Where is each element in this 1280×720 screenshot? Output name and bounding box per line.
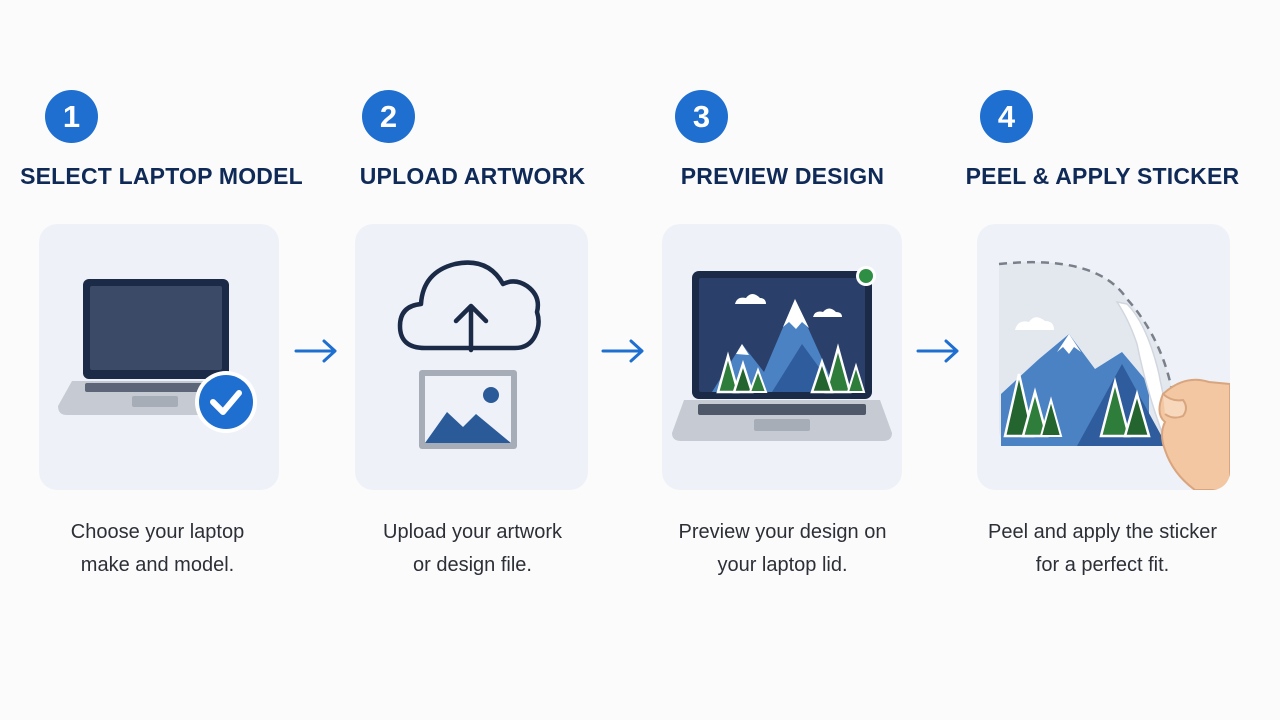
- step-title: PREVIEW DESIGN: [680, 163, 885, 189]
- description-line-1: Choose your laptop: [70, 521, 245, 543]
- arrow-right-icon: [293, 335, 339, 367]
- step-number-badge: 3: [675, 90, 728, 143]
- step-description: Peel and apply the sticker for a perfect…: [960, 516, 1245, 582]
- laptop-checkmark-icon: [58, 279, 257, 433]
- step-illustration-card: [662, 224, 902, 490]
- step-number-badge: 4: [980, 90, 1033, 143]
- step-number-badge: 1: [45, 90, 98, 143]
- step-description: Choose your laptop make and model.: [0, 516, 315, 582]
- step-title: PEEL & APPLY STICKER: [965, 163, 1240, 189]
- description-line-1: Peel and apply the sticker: [987, 521, 1218, 543]
- step-2: 2 UPLOAD ARTWORK Upload your artwork or …: [330, 0, 615, 720]
- step-illustration-card: [355, 224, 588, 490]
- description-line-1: Preview your design on: [678, 521, 887, 543]
- description-line-2: make and model.: [80, 554, 235, 576]
- cloud-upload-icon: [397, 260, 541, 449]
- step-title: UPLOAD ARTWORK: [359, 163, 586, 189]
- step-number-badge: 2: [362, 90, 415, 143]
- laptop-preview-icon: [672, 266, 892, 441]
- arrow-right-icon: [600, 335, 646, 367]
- step-description: Upload your artwork or design file.: [330, 516, 615, 582]
- step-illustration-card: [977, 224, 1230, 490]
- step-1: 1 SELECT LAPTOP MODEL Choose your laptop…: [0, 0, 320, 720]
- step-title: SELECT LAPTOP MODEL: [20, 163, 303, 189]
- step-3: 3 PREVIEW DESIGN Preview your design on: [640, 0, 925, 720]
- description-line-2: your laptop lid.: [717, 554, 848, 576]
- description-line-2: or design file.: [413, 554, 532, 576]
- description-line-1: Upload your artwork: [383, 521, 562, 543]
- arrow-right-icon: [915, 335, 961, 367]
- step-description: Preview your design on your laptop lid.: [640, 516, 925, 582]
- peel-sticker-icon: [998, 260, 1230, 490]
- description-line-2: for a perfect fit.: [1035, 554, 1170, 576]
- step-4: 4 PEEL & APPLY STICKER Peel and apply th…: [960, 0, 1245, 720]
- step-illustration-card: [39, 224, 279, 490]
